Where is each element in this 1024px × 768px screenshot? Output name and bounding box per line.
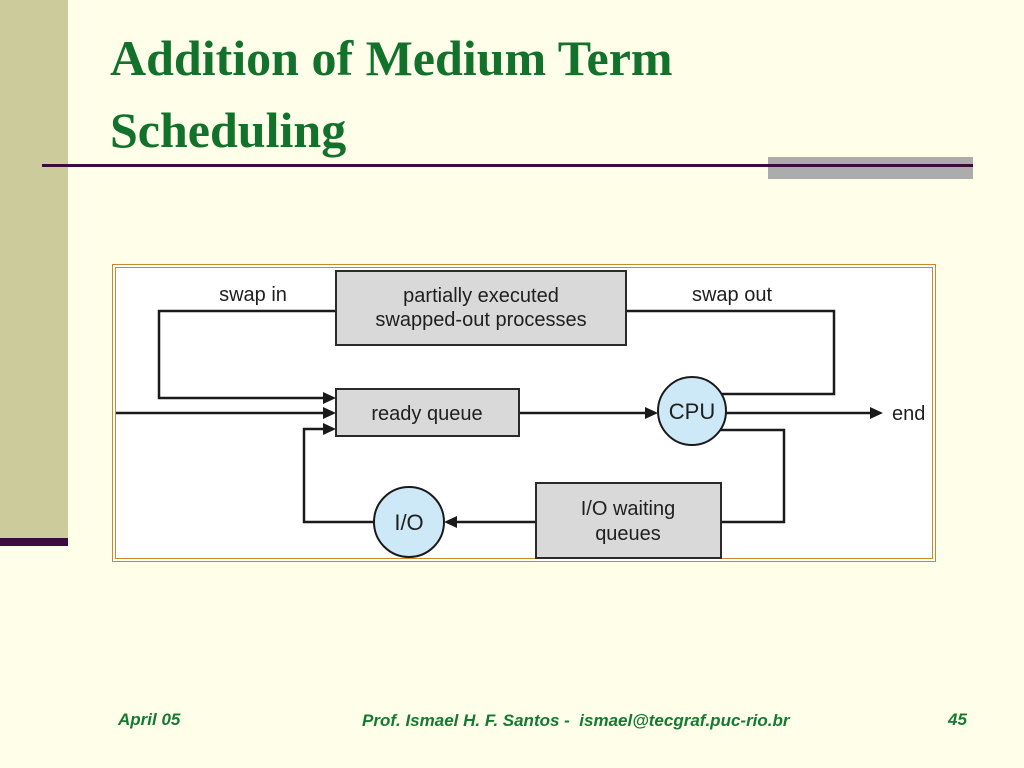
sidebar-end-bar [0,538,68,546]
ready-queue-label: ready queue [371,403,482,425]
io-waiting-label-line1: I/O waiting [581,498,675,520]
io-waiting-queues-box [535,482,722,559]
arrowhead-into-cpu [645,407,658,419]
footer-page-number: 45 [948,710,967,729]
ready-queue-box [335,388,520,437]
title-rule [42,164,973,167]
arrowhead-io-loop [323,423,336,435]
cpu-node [657,376,727,446]
title-rule-gray-endcap [768,157,973,179]
cpu-label: CPU [669,399,715,424]
sidebar-accent-column [0,0,68,538]
diagram-canvas: swap in swap out partially executed swap… [116,270,925,559]
io-label: I/O [394,510,423,535]
arrowhead-entry [323,407,336,419]
swap-out-wire [626,309,836,396]
footer-author: Prof. Ismael H. F. Santos - ismael@tecgr… [362,711,790,730]
arrowhead-into-io [444,516,457,528]
scheduling-diagram: swap in swap out partially executed swap… [112,264,936,562]
swapped-out-processes-box [335,270,627,346]
arrowhead-swap-in [323,392,336,404]
io-waiting-label-line2: queues [595,523,661,545]
end-label: end [892,403,925,425]
swap-in-label: swap in [219,284,287,306]
io-node [373,486,445,558]
swap-in-wire [157,309,336,400]
cpu-to-io-queues-wire [714,428,786,524]
page-title: Addition of Medium Term Scheduling [110,30,673,158]
arrowhead-end [870,407,883,419]
footer-date: April 05 [118,710,181,729]
swapped-out-box-label-line2: swapped-out processes [375,309,586,331]
swap-out-label: swap out [692,284,772,306]
io-to-ready-wire [302,427,374,524]
swapped-out-box-label-line1: partially executed [403,285,559,307]
